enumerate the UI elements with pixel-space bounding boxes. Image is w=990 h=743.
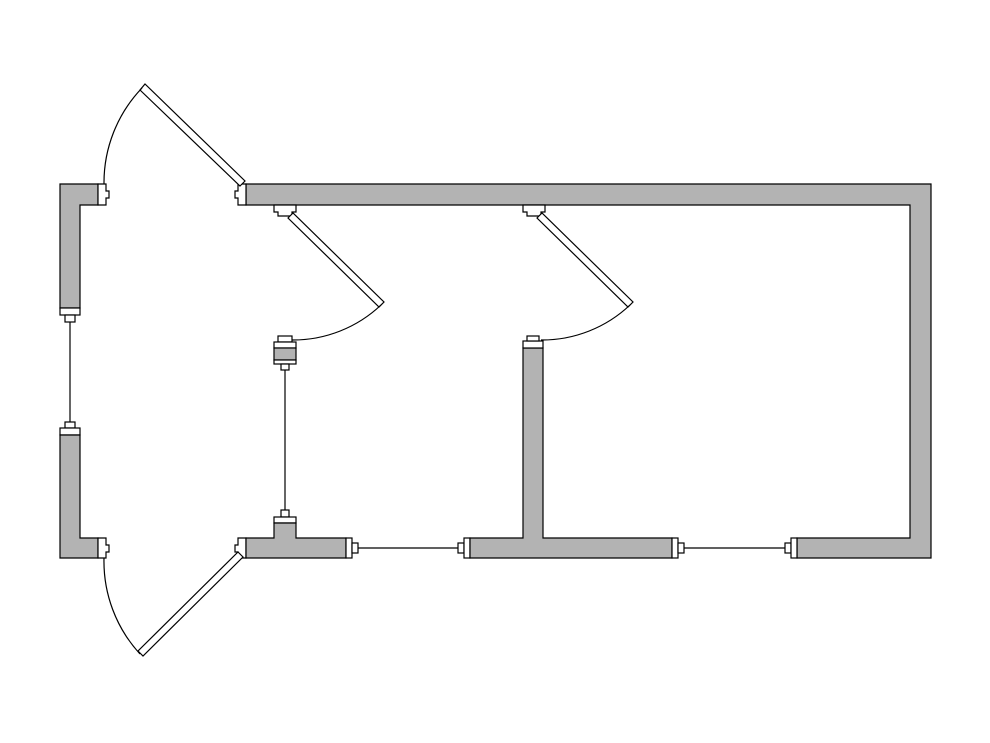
left-wall-top xyxy=(59,183,99,323)
left-wall-bottom xyxy=(59,421,99,559)
partition-stub-top xyxy=(273,335,297,371)
door-top-left[interactable] xyxy=(103,83,246,187)
bottom-wall-left xyxy=(245,509,359,559)
bottom-wall-middle xyxy=(457,335,685,559)
door-interior-left[interactable] xyxy=(287,212,385,341)
top-right-wall xyxy=(245,183,932,559)
door-interior-right[interactable] xyxy=(536,212,634,341)
bottom-wall-right-cap xyxy=(784,537,798,559)
door-bottom-left[interactable] xyxy=(103,551,244,657)
